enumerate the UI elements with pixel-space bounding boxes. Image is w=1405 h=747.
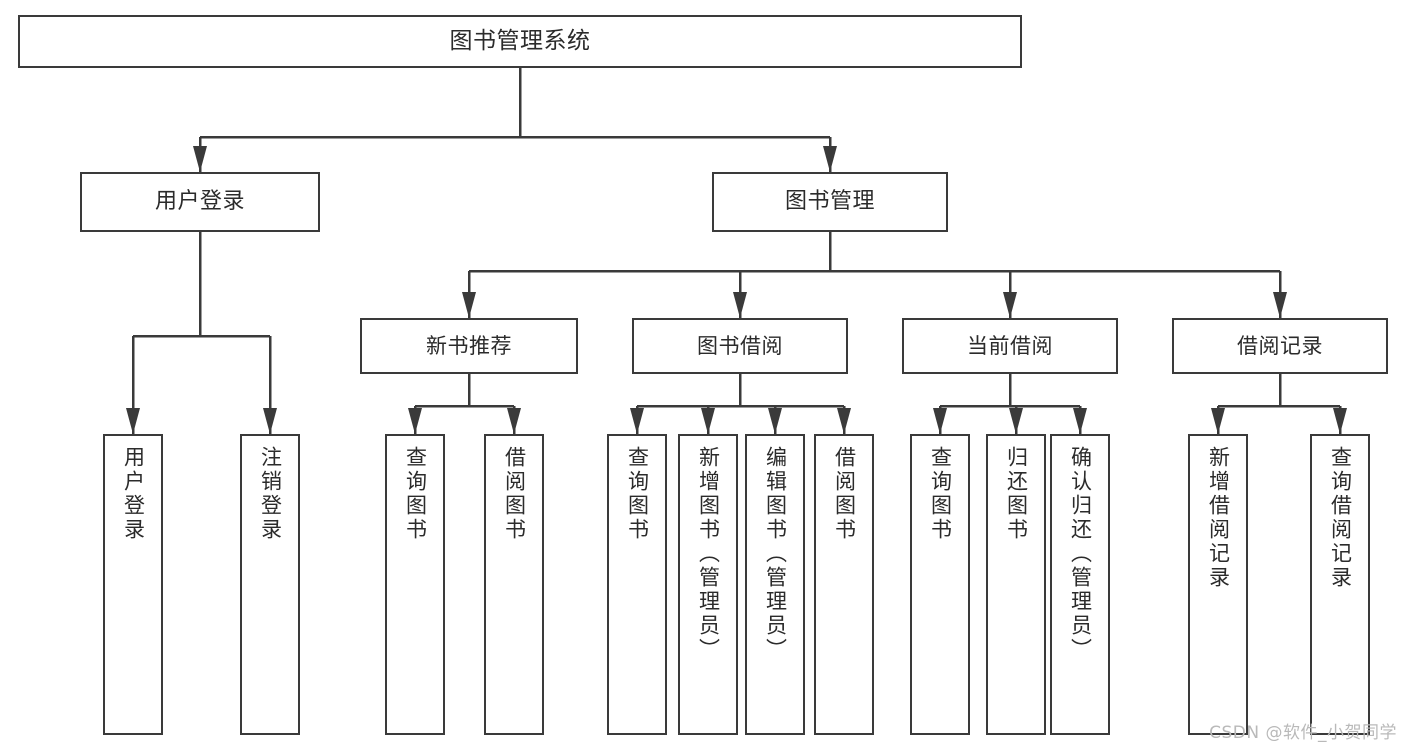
node-label: 新增借阅记录 <box>1206 446 1231 590</box>
node-leaf-bb-add-book[interactable]: 新增图书（管理员） <box>678 434 738 735</box>
node-label: 查询图书 <box>403 446 428 542</box>
node-label: 图书管理 <box>784 189 875 215</box>
node-label: 新增图书（管理员） <box>696 446 721 662</box>
node-new-book-recommend[interactable]: 新书推荐 <box>360 318 578 374</box>
node-label: 确认归还（管理员） <box>1068 446 1093 662</box>
node-leaf-user-login[interactable]: 用户登录 <box>103 434 163 735</box>
node-current-borrow[interactable]: 当前借阅 <box>902 318 1118 374</box>
node-leaf-cb-return-book[interactable]: 归还图书 <box>986 434 1046 735</box>
node-label: 查询图书 <box>928 446 953 542</box>
node-leaf-bb-borrow-book[interactable]: 借阅图书 <box>814 434 874 735</box>
node-label: 借阅记录 <box>1237 333 1323 358</box>
node-label: 查询图书 <box>625 446 650 542</box>
node-leaf-br-query-record[interactable]: 查询借阅记录 <box>1310 434 1370 735</box>
node-label: 用户登录 <box>154 189 245 215</box>
node-book-management[interactable]: 图书管理 <box>712 172 948 232</box>
node-label: 用户登录 <box>121 446 146 542</box>
node-book-borrow[interactable]: 图书借阅 <box>632 318 848 374</box>
node-label: 查询借阅记录 <box>1328 446 1353 590</box>
node-root-system[interactable]: 图书管理系统 <box>18 15 1022 68</box>
node-leaf-bb-edit-book[interactable]: 编辑图书（管理员） <box>745 434 805 735</box>
node-borrow-record[interactable]: 借阅记录 <box>1172 318 1388 374</box>
node-leaf-bb-query-book[interactable]: 查询图书 <box>607 434 667 735</box>
node-user-login[interactable]: 用户登录 <box>80 172 320 232</box>
node-label: 归还图书 <box>1004 446 1029 542</box>
node-leaf-br-add-record[interactable]: 新增借阅记录 <box>1188 434 1248 735</box>
node-leaf-cb-query-book[interactable]: 查询图书 <box>910 434 970 735</box>
node-label: 借阅图书 <box>502 446 527 542</box>
node-label: 注销登录 <box>258 446 283 542</box>
node-label: 借阅图书 <box>832 446 857 542</box>
node-leaf-cb-confirm-return[interactable]: 确认归还（管理员） <box>1050 434 1110 735</box>
node-label: 图书管理系统 <box>449 27 591 54</box>
node-label: 图书借阅 <box>697 333 783 358</box>
node-label: 编辑图书（管理员） <box>763 446 788 662</box>
csdn-watermark: CSDN @软件_小贺同学 <box>1209 723 1397 743</box>
node-label: 新书推荐 <box>426 333 512 358</box>
node-leaf-rec-query-book[interactable]: 查询图书 <box>385 434 445 735</box>
node-label: 当前借阅 <box>967 333 1053 358</box>
node-leaf-user-logout[interactable]: 注销登录 <box>240 434 300 735</box>
node-leaf-rec-borrow-book[interactable]: 借阅图书 <box>484 434 544 735</box>
